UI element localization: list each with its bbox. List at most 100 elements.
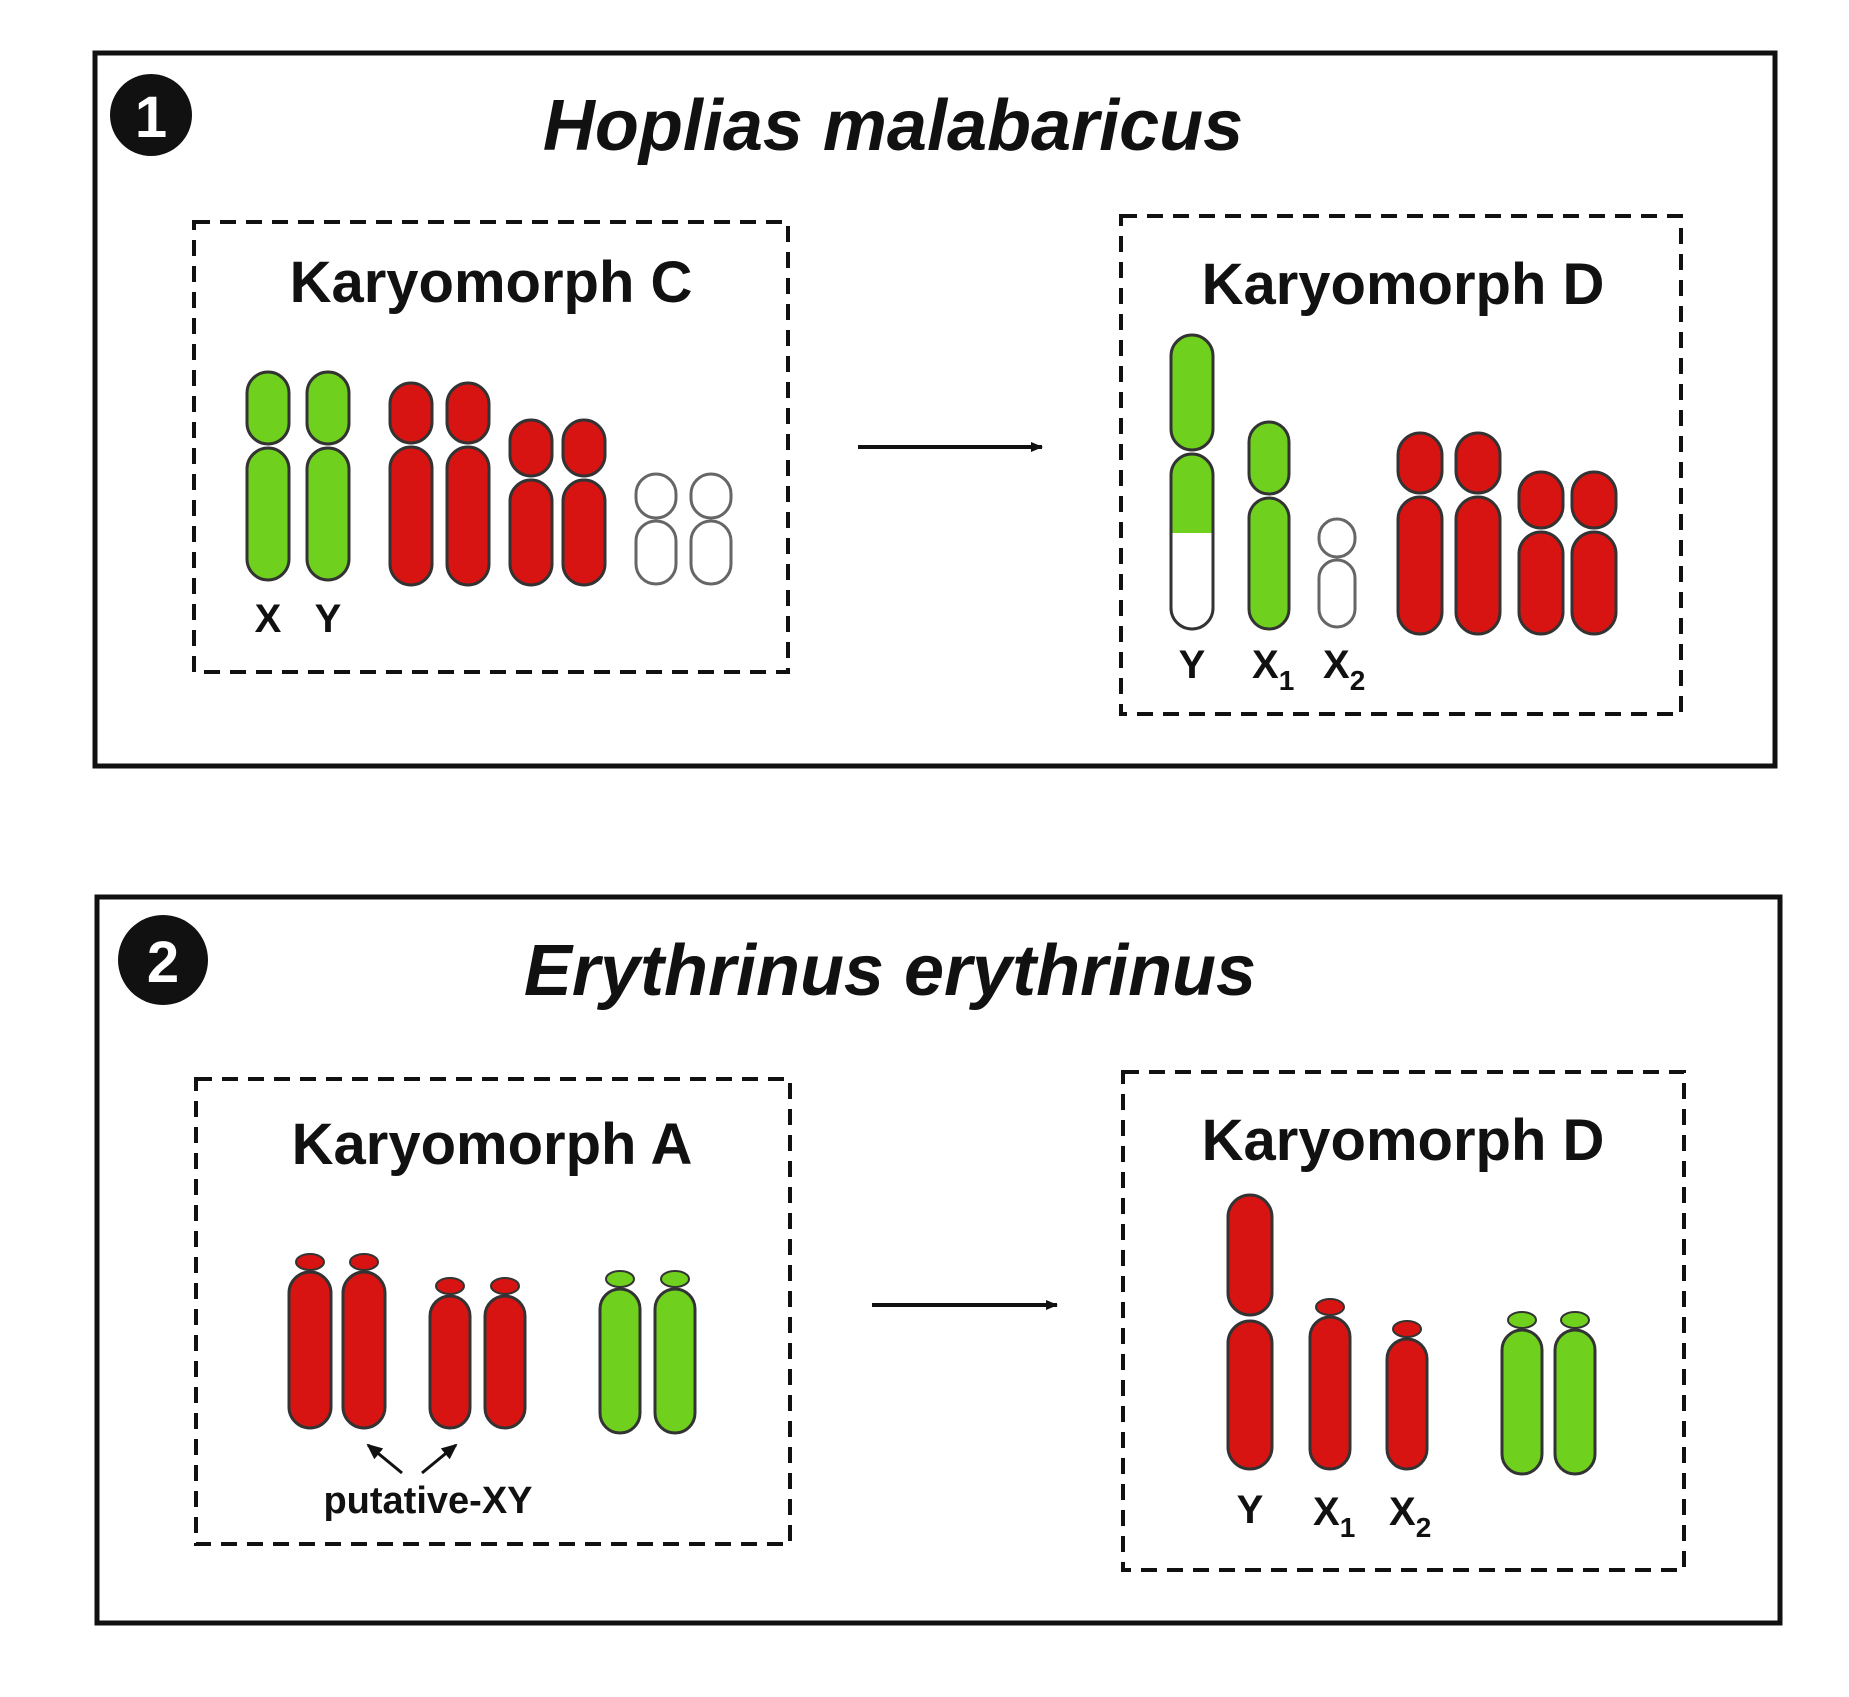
chromosome-x2-satellite — [1392, 1320, 1422, 1338]
label-y: Y — [1179, 643, 1206, 687]
karyomorph-a-chromosomes — [287, 1253, 697, 1435]
label-x1-subscript: 1 — [1279, 665, 1295, 696]
label-x1-subscript: 1 — [1340, 1512, 1356, 1543]
panel-2-karyomorph-d-chromosomes — [1226, 1193, 1597, 1476]
panel-2-number: 2 — [147, 930, 179, 995]
chromosome-green-2-satellite — [1560, 1311, 1590, 1329]
label-x2-subscript: 2 — [1350, 665, 1366, 696]
panel-1-number-badge — [110, 74, 192, 156]
karyomorph-c-chromosomes — [245, 370, 733, 587]
chromosome-red-large-2 — [341, 1270, 387, 1430]
label-x2-base: X — [1389, 1490, 1416, 1534]
karyomorph-c-frame — [192, 220, 790, 674]
panel-2-number-badge — [118, 915, 208, 1005]
panel-1-species-title: Hoplias malabaricus — [543, 86, 1243, 166]
chromosome-red-medium-2-q — [1570, 530, 1618, 636]
label-x2-base: X — [1323, 643, 1350, 687]
chromosome-green-2-satellite — [660, 1270, 690, 1288]
chromosome-white-small-2-p — [689, 472, 733, 520]
panel-2-species-title: Erythrinus erythrinus — [524, 931, 1256, 1011]
panel-1-karyomorph-d-frame — [1119, 214, 1683, 716]
label-x: X — [255, 597, 282, 641]
chromosome-green-1-satellite — [605, 1270, 635, 1288]
putative-xy-pointer-left — [366, 1443, 403, 1475]
karyomorph-c-title: Karyomorph C — [290, 250, 693, 315]
chromosome-y-q-outline — [1169, 452, 1215, 631]
putative-xy-pointer-right — [421, 1443, 458, 1475]
chromosome-red-large-2-q — [1454, 495, 1502, 636]
chromosome-red-large-1-q — [1396, 495, 1444, 636]
chromosome-red-medium-1-satellite — [435, 1277, 465, 1295]
chromosome-red-medium-1 — [428, 1294, 472, 1430]
chromosome-red-large-1-q — [388, 445, 434, 587]
chromosome-red-medium-2-p — [1570, 470, 1618, 530]
chromosome-y-q-arm — [1171, 454, 1213, 533]
chromosome-red-medium-1-q — [508, 478, 554, 587]
label-x2: X2 — [1323, 643, 1365, 696]
label-x2-subscript: 2 — [1416, 1512, 1432, 1543]
chromosome-red-large-2-p — [445, 381, 491, 445]
label-x1-base: X — [1313, 1490, 1340, 1534]
chromosome-white-small-2-q — [689, 519, 733, 586]
karyomorph-a-box: Karyomorph A putative-XY — [194, 1077, 792, 1546]
chromosome-x-p-arm — [245, 370, 291, 446]
panel-1-karyomorph-d-box: Karyomorph D — [1119, 214, 1683, 716]
chromosome-x1-q-arm — [1247, 496, 1291, 631]
label-y: Y — [315, 597, 342, 641]
chromosome-x-q-arm — [245, 446, 291, 582]
chromosome-red-medium-1-p — [508, 418, 554, 478]
chromosome-green-2 — [1553, 1328, 1597, 1476]
karyomorph-a-title: Karyomorph A — [292, 1112, 693, 1177]
chromosome-y-q-arm — [1226, 1319, 1274, 1471]
chromosome-x2-p-arm — [1317, 517, 1357, 559]
chromosome-white-small-1-p — [634, 472, 678, 520]
putative-xy-note: putative-XY — [323, 1480, 532, 1522]
label-x1: X1 — [1252, 643, 1294, 696]
chromosome-green-1 — [598, 1287, 642, 1435]
chromosome-x2-q-arm — [1317, 558, 1357, 629]
chromosome-white-small-1-q — [634, 519, 678, 586]
chromosome-red-large-1 — [287, 1270, 333, 1430]
label-x1-base: X — [1252, 643, 1279, 687]
chromosome-y-q-arm — [305, 446, 351, 582]
panel-2-karyomorph-d-frame — [1121, 1070, 1686, 1572]
chromosome-red-medium-2-p — [561, 418, 607, 478]
chromosome-y-p-arm — [305, 370, 351, 446]
panel-1-frame — [92, 50, 1778, 769]
chromosome-x1 — [1308, 1315, 1352, 1471]
chromosome-y-p-arm — [1169, 333, 1215, 452]
chromosome-green-2 — [653, 1287, 697, 1435]
panel-2-karyomorph-d-title: Karyomorph D — [1202, 1108, 1605, 1173]
panel-1-karyomorph-d-chromosomes — [1169, 333, 1618, 636]
chromosome-red-large-1-p — [1396, 431, 1444, 495]
panel-2: 2 Erythrinus erythrinus Karyomorph A — [94, 894, 1783, 1626]
label-x2: X2 — [1389, 1490, 1431, 1543]
chromosome-red-medium-1-p — [1517, 470, 1565, 530]
panel-1-number: 1 — [135, 85, 167, 150]
chromosome-red-large-2-p — [1454, 431, 1502, 495]
chromosome-red-large-1-satellite — [295, 1253, 325, 1271]
chromosome-green-1-satellite — [1507, 1311, 1537, 1329]
chromosome-red-large-2-q — [445, 445, 491, 587]
panel-2-karyomorph-d-box: Karyomorph D Y X1 X2 — [1121, 1070, 1686, 1572]
chromosome-red-medium-2-satellite — [490, 1277, 520, 1295]
chromosome-red-medium-2 — [483, 1294, 527, 1430]
chromosome-red-large-1-p — [388, 381, 434, 445]
label-y: Y — [1237, 1488, 1264, 1532]
chromosome-y-q-arm-white — [1171, 533, 1213, 629]
chromosome-red-medium-1-q — [1517, 530, 1565, 636]
chromosome-x2 — [1385, 1337, 1429, 1471]
panel-1-karyomorph-d-title: Karyomorph D — [1202, 252, 1605, 317]
chromosome-x1-satellite — [1315, 1298, 1345, 1316]
chromosome-x1-p-arm — [1247, 420, 1291, 496]
chromosome-red-large-2-satellite — [349, 1253, 379, 1271]
panel-2-frame — [94, 894, 1783, 1626]
panel-1: 1 Hoplias malabaricus Karyomorph C — [92, 50, 1778, 769]
karyomorph-a-frame — [194, 1077, 792, 1546]
chromosome-y-p-arm — [1226, 1193, 1274, 1317]
chromosome-green-1 — [1500, 1328, 1544, 1476]
label-x1: X1 — [1313, 1490, 1355, 1543]
chromosome-red-medium-2-q — [561, 478, 607, 587]
karyomorph-c-box: Karyomorph C — [192, 220, 790, 674]
